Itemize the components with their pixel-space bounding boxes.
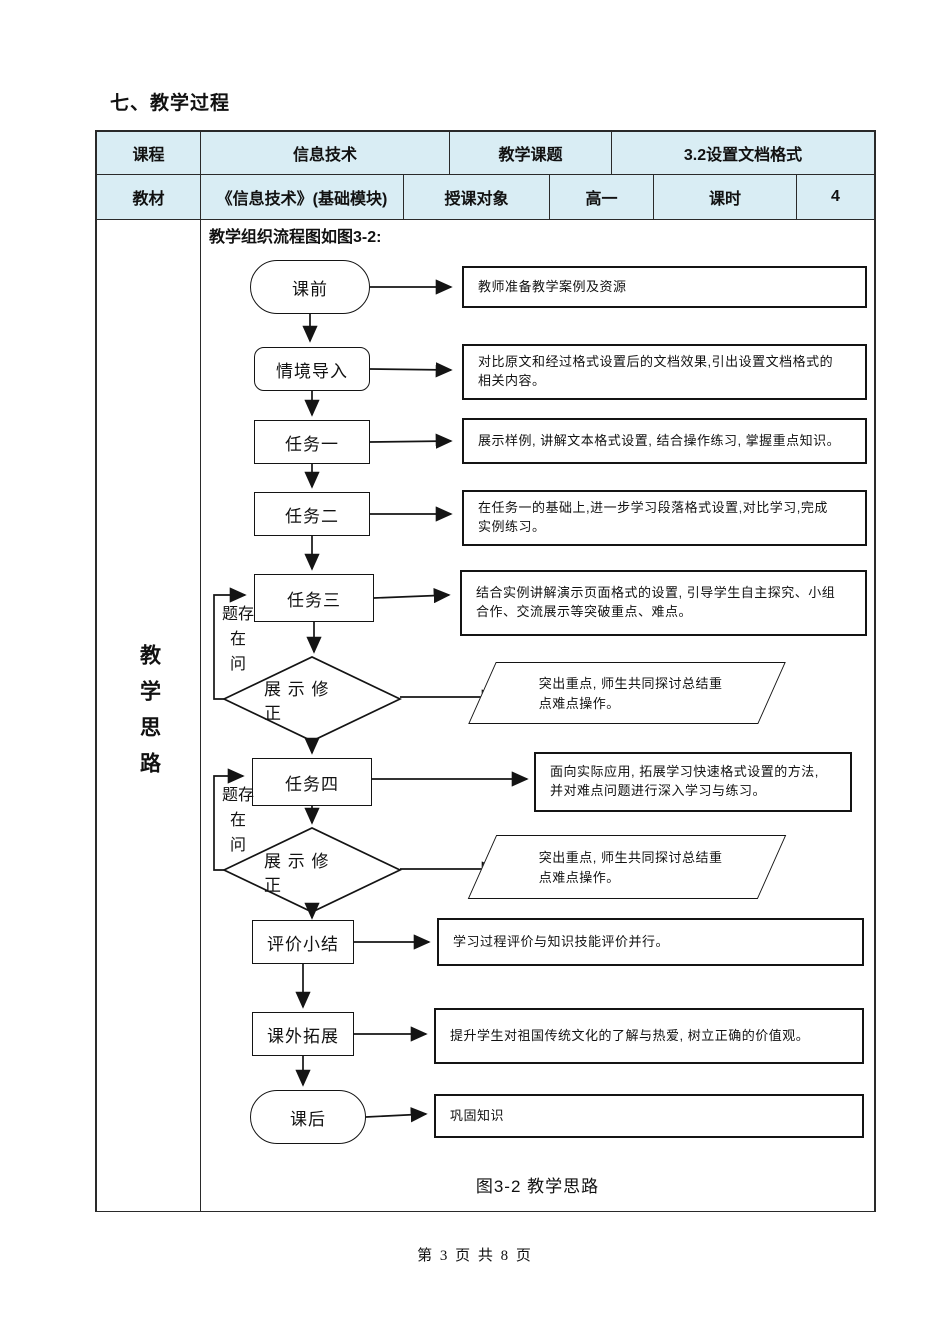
flowchart-connectors — [213, 279, 529, 1123]
lesson-info-table: 课程 信息技术 教学课题 3.2设置文档格式 教材 《信息技术》(基础模块) 授… — [95, 130, 876, 1212]
cell-textbook-label: 教材 — [97, 175, 201, 219]
row-label-teaching-approach: 教学思路 — [97, 220, 201, 1211]
table-row: 课程 信息技术 教学课题 3.2设置文档格式 — [97, 132, 874, 175]
flow-desc-extend: 提升学生对祖国传统文化的了解与热爱, 树立正确的价值观。 — [434, 1008, 864, 1064]
flow-desc-task3: 结合实例讲解演示页面格式的设置, 引导学生自主探究、小组 合作、交流展示等突破重… — [460, 570, 867, 636]
flow-decision1-label: 展 示 修 正 — [264, 680, 330, 723]
cell-topic-label: 教学课题 — [450, 132, 612, 174]
flow-loop1-label: 题存 在 问 — [221, 606, 254, 673]
cell-periods-value: 4 — [797, 175, 874, 219]
teaching-approach-vertical-label: 教学思路 — [137, 643, 161, 788]
cell-topic-value: 3.2设置文档格式 — [612, 132, 874, 174]
flow-node-post-class: 课后 — [250, 1090, 366, 1144]
flow-node-task1: 任务一 — [254, 420, 370, 464]
flow-decision2-label: 展 示 修 正 — [264, 852, 330, 895]
flow-desc-post-class: 巩固知识 — [434, 1094, 864, 1138]
section-title: 七、教学过程 — [110, 93, 231, 114]
cell-course-label: 课程 — [97, 132, 201, 174]
page-number-footer: 第 3 页 共 8 页 — [417, 1248, 533, 1264]
flow-node-task4: 任务四 — [252, 758, 372, 806]
flow-node-pre-class: 课前 — [250, 260, 370, 314]
cell-textbook-value: 《信息技术》(基础模块) — [201, 175, 404, 219]
cell-audience-value: 高一 — [550, 175, 654, 219]
flow-parallelogram-decision1: 突出重点, 师生共同探讨总结重 点难点操作。 — [468, 662, 786, 724]
flow-decision1-output: 突出重点, 师生共同探讨总结重 点难点操作。 — [539, 675, 723, 711]
flow-desc-task2: 在任务一的基础上,进一步学习段落格式设置,对比学习,完成 实例练习。 — [462, 490, 867, 546]
flow-node-intro: 情境导入 — [254, 347, 370, 391]
flowchart-heading: 教学组织流程图如图3-2: — [209, 229, 382, 246]
flow-node-task2: 任务二 — [254, 492, 370, 536]
table-row: 教学思路 教学组织流程图如图3-2: — [97, 220, 874, 1211]
flow-desc-intro: 对比原文和经过格式设置后的文档效果,引出设置文档格式的 相关内容。 — [462, 344, 867, 400]
flow-desc-pre-class: 教师准备教学案例及资源 — [462, 266, 867, 308]
cell-audience-label: 授课对象 — [404, 175, 550, 219]
cell-course-value: 信息技术 — [201, 132, 450, 174]
cell-periods-label: 课时 — [654, 175, 797, 219]
flow-decision2-output: 突出重点, 师生共同探讨总结重 点难点操作。 — [539, 849, 723, 885]
flow-desc-review: 学习过程评价与知识技能评价并行。 — [437, 918, 864, 966]
table-row: 教材 《信息技术》(基础模块) 授课对象 高一 课时 4 — [97, 175, 874, 220]
flow-parallelogram-decision2: 突出重点, 师生共同探讨总结重 点难点操作。 — [467, 835, 787, 899]
figure-caption: 图3-2 教学思路 — [475, 1177, 600, 1196]
flowchart-cell: 教学组织流程图如图3-2: — [201, 220, 874, 1211]
flow-loop2-label: 题存 在 问 — [221, 787, 254, 854]
flow-node-extend: 课外拓展 — [252, 1012, 354, 1056]
flow-desc-task4: 面向实际应用, 拓展学习快速格式设置的方法, 并对难点问题进行深入学习与练习。 — [534, 752, 852, 812]
flow-node-review: 评价小结 — [252, 920, 354, 964]
flow-node-task3: 任务三 — [254, 574, 374, 622]
flow-desc-task1: 展示样例, 讲解文本格式设置, 结合操作练习, 掌握重点知识。 — [462, 418, 867, 464]
